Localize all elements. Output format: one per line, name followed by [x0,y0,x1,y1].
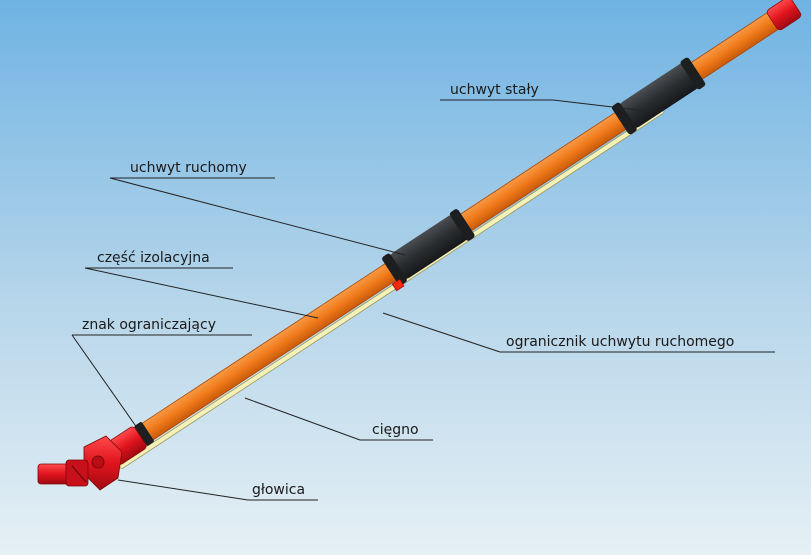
label-head: głowica [252,482,305,498]
movable-grip [390,215,468,279]
head-clamp [65,459,89,487]
head-detail-line [71,465,87,483]
leader-head [117,479,249,501]
grip-stop [391,278,405,292]
movable-grip-ring-right [449,209,475,241]
movable-grip-ring-left [382,253,407,286]
leader-rod [244,397,361,441]
label-movable-grip: uchwyt ruchomy [130,160,247,176]
leader-lines [71,99,775,501]
leader-movable-grip [109,177,406,256]
leader-grip-stop [382,312,501,353]
leader-fixed-grip [552,99,656,113]
label-fixed-grip: uchwyt stały [450,82,539,98]
leader-insulating [84,267,319,319]
label-limit-mark: znak ograniczający [82,317,216,333]
label-movable-grip-stop: ogranicznik uchwytu ruchomego [506,334,734,350]
end-cap [766,0,802,31]
label-rod: cięgno [372,422,419,438]
limit-mark-ring [134,422,154,446]
head-bolt [91,455,105,469]
fixed-grip-ring-right [680,57,706,90]
fixed-grip-ring-left [611,102,637,135]
head-assembly [37,435,123,491]
insulating-pole [100,0,802,469]
leader-limit-mark [71,334,141,433]
label-insulating-part: część izolacyjna [97,250,210,266]
fixed-grip [620,63,699,128]
